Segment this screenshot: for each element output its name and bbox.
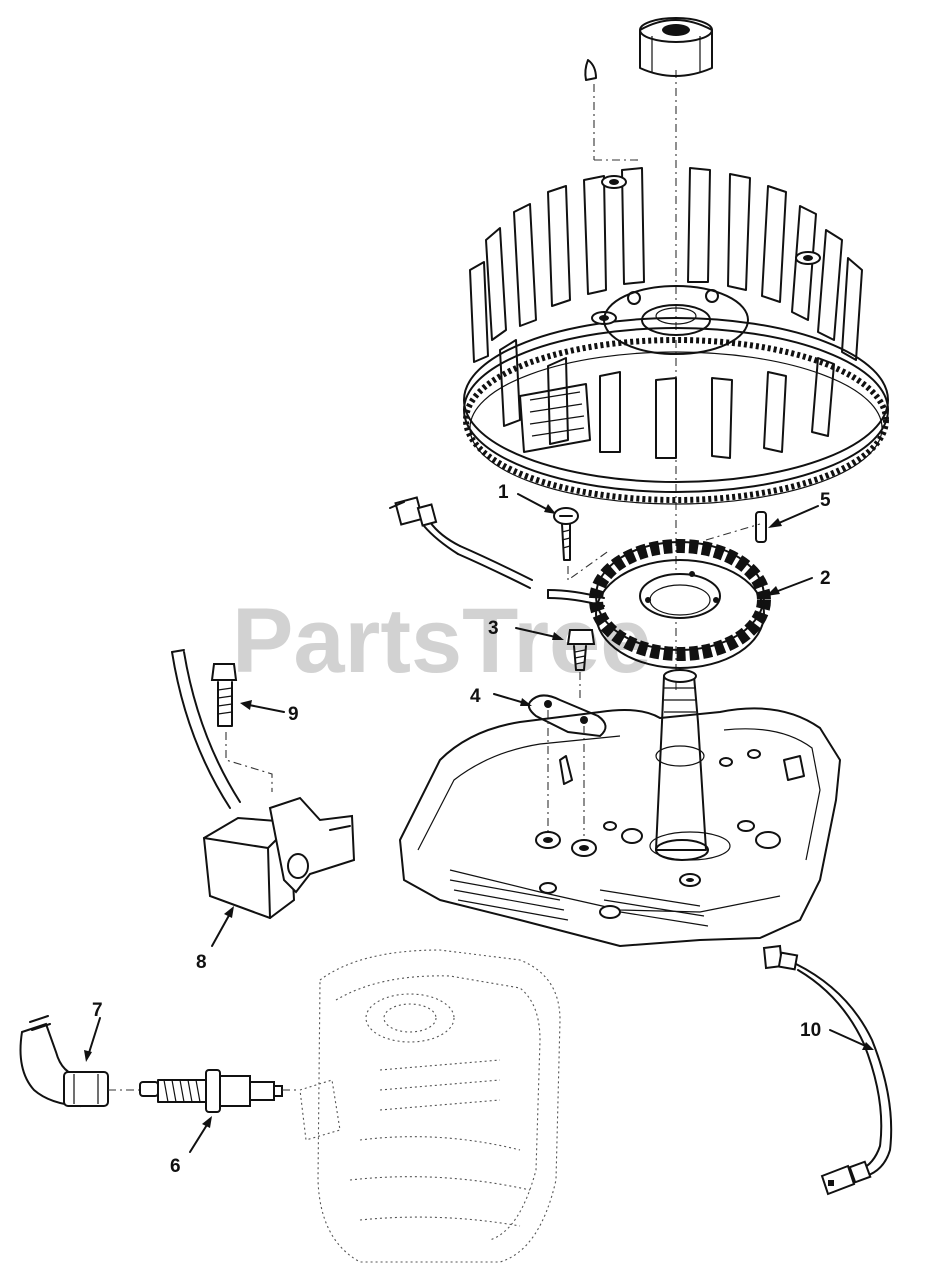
stator-lead-wire-icon[interactable] [389, 496, 605, 607]
wire-harness-icon[interactable] [762, 944, 893, 1196]
callout-arrowhead-3 [552, 632, 564, 640]
callout-arrowhead-2 [766, 586, 780, 596]
dowel-pin-icon[interactable] [755, 511, 767, 543]
callout-arrowhead-4 [520, 698, 532, 706]
callout-arrow-7 [87, 1017, 101, 1057]
guide-line-1 [567, 549, 611, 582]
flywheel-nut-icon[interactable] [639, 17, 713, 77]
stator-screw-icon[interactable] [553, 507, 579, 561]
callout-4[interactable]: 4 [470, 686, 481, 707]
guide-line-5 [705, 523, 761, 541]
callout-6[interactable]: 6 [170, 1156, 181, 1177]
crankcase-icon[interactable] [399, 707, 841, 947]
callout-arrowhead-1 [544, 504, 556, 514]
ignition-module-icon[interactable] [171, 649, 356, 920]
stator-icon[interactable] [589, 539, 771, 669]
callout-arrow-3 [515, 627, 561, 639]
callout-arrow-10 [829, 1029, 871, 1049]
crankshaft-icon[interactable] [655, 669, 709, 861]
callout-arrowhead-7 [84, 1050, 92, 1062]
spark-plug-boot-icon[interactable] [19, 1015, 109, 1108]
callout-arrowhead-9 [240, 700, 252, 710]
callout-2[interactable]: 2 [820, 568, 831, 589]
guide-line-9 [225, 732, 273, 792]
callout-arrowhead-8 [224, 906, 234, 918]
flywheel-icon[interactable] [463, 167, 889, 505]
callout-8[interactable]: 8 [196, 952, 207, 973]
callout-arrowhead-5 [768, 518, 782, 528]
callout-9[interactable]: 9 [288, 704, 299, 725]
module-bolt-icon[interactable] [566, 629, 596, 671]
callout-arrowhead-10 [862, 1042, 874, 1050]
callout-10[interactable]: 10 [800, 1020, 821, 1041]
callout-7[interactable]: 7 [92, 1000, 103, 1021]
engine-block-ghost-icon [299, 949, 561, 1263]
callout-arrowhead-6 [202, 1116, 212, 1128]
callout-5[interactable]: 5 [820, 490, 831, 511]
callout-3[interactable]: 3 [488, 618, 499, 639]
flywheel-key-icon[interactable] [584, 59, 640, 161]
callout-1[interactable]: 1 [498, 482, 509, 503]
ignition-bolt-icon[interactable] [210, 663, 238, 727]
guide-line-4 [547, 672, 585, 836]
spark-plug-icon[interactable] [139, 1069, 283, 1113]
